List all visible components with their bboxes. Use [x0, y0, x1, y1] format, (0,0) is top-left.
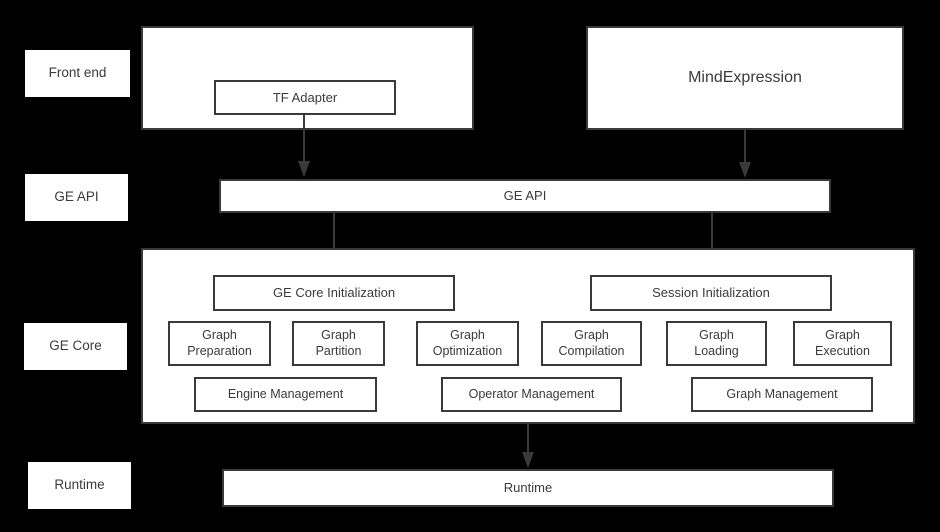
- management-label: Operator Management: [468, 386, 595, 401]
- module-graph-execution[interactable]: Graph Execution: [793, 321, 892, 366]
- connector-ge-core-to-runtime: [522, 424, 534, 468]
- ge-core-initialization-box[interactable]: GE Core Initialization: [213, 275, 455, 311]
- module-label-line1: Graph: [321, 328, 356, 343]
- module-label-line2: Partition: [315, 343, 362, 358]
- module-label-line2: Compilation: [558, 343, 625, 358]
- stage-label-text: GE API: [54, 189, 99, 205]
- session-initialization-label: Session Initialization: [652, 285, 770, 301]
- stage-label-runtime: Runtime: [28, 462, 131, 509]
- stage-label-front-end: Front end: [25, 50, 130, 97]
- module-label-line1: Graph: [825, 328, 860, 343]
- tf-adapter-label: TF Adapter: [272, 89, 338, 105]
- stage-label-ge-core: GE Core: [24, 323, 127, 370]
- mindexpression-label: MindExpression: [688, 69, 802, 87]
- module-label-line2: Optimization: [432, 343, 503, 358]
- module-graph-optimization[interactable]: Graph Optimization: [416, 321, 519, 366]
- tf-adapter-box[interactable]: TF Adapter: [214, 80, 396, 115]
- connector-tf-adapter-to-ge-api: [298, 113, 310, 177]
- module-graph-preparation[interactable]: Graph Preparation: [168, 321, 271, 366]
- ge-core-panel: GE Core Initialization Session Initializ…: [141, 248, 915, 424]
- connector-mindexpression-to-ge-api: [739, 130, 751, 178]
- module-label-line2: Preparation: [187, 343, 252, 358]
- module-label-line1: Graph: [202, 328, 237, 343]
- module-label-line2: Loading: [694, 343, 739, 358]
- ge-api-bar-label: GE API: [503, 188, 547, 204]
- runtime-bar[interactable]: Runtime: [222, 469, 834, 507]
- stage-label-text: Front end: [48, 65, 107, 81]
- module-label-line1: Graph: [574, 328, 609, 343]
- module-label-line2: Execution: [815, 343, 870, 358]
- module-graph-compilation[interactable]: Graph Compilation: [541, 321, 642, 366]
- runtime-bar-label: Runtime: [503, 480, 553, 496]
- module-graph-loading[interactable]: Graph Loading: [666, 321, 767, 366]
- management-operator[interactable]: Operator Management: [441, 377, 622, 412]
- management-engine[interactable]: Engine Management: [194, 377, 377, 412]
- ge-core-initialization-label: GE Core Initialization: [272, 285, 396, 301]
- session-initialization-box[interactable]: Session Initialization: [590, 275, 832, 311]
- management-graph[interactable]: Graph Management: [691, 377, 873, 412]
- module-label-line1: Graph: [450, 328, 485, 343]
- module-label-line1: Graph: [699, 328, 734, 343]
- module-graph-partition[interactable]: Graph Partition: [292, 321, 385, 366]
- stage-label-text: Runtime: [54, 477, 105, 493]
- stage-label-ge-api: GE API: [25, 174, 128, 221]
- management-label: Graph Management: [726, 386, 838, 401]
- management-label: Engine Management: [227, 386, 344, 401]
- mindexpression-box[interactable]: MindExpression: [586, 26, 904, 130]
- tensorflow-container: Tensorflow TF Adapter: [141, 26, 474, 130]
- ge-api-bar[interactable]: GE API: [219, 179, 831, 213]
- stage-label-text: GE Core: [49, 338, 102, 354]
